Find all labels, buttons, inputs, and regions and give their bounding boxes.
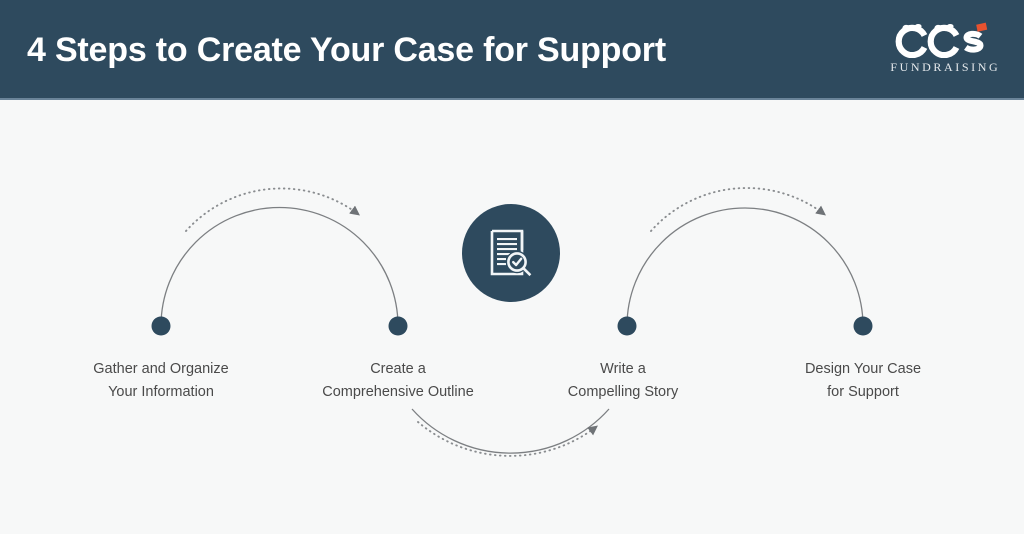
step-node-3 (617, 316, 637, 336)
step-label-gather-and-organize: Gather and Organize Your Information (51, 358, 271, 404)
step-label-line-2: Compelling Story (567, 384, 679, 400)
flow-connectors-layer (151, 187, 873, 457)
connector-solid-step1-step2 (160, 206, 399, 327)
step-node-2 (388, 316, 408, 336)
step-label-line-2: for Support (827, 384, 899, 400)
connector-solid-step2-step3 (411, 408, 610, 454)
step-label-line-1: Write a (600, 361, 646, 377)
connector-dotted-step3-step4 (650, 187, 826, 232)
step-label-write-compelling-story: Write a Compelling Story (513, 358, 733, 404)
logo-accent-mark (976, 22, 988, 32)
connector-solid-step3-step4 (626, 207, 864, 327)
step-label-line-1: Design Your Case (804, 361, 922, 377)
step-label-line-2: Comprehensive Outline (322, 384, 474, 400)
header-bar: 4 Steps to Create Your Case for Support … (0, 0, 1024, 100)
center-icon-badge (462, 204, 560, 302)
connector-dotted-step2-step3 (417, 421, 598, 457)
step-label-line-1: Gather and Organize (93, 361, 229, 377)
ccs-logo-icon (895, 22, 988, 58)
step-label-create-comprehensive-outline: Create a Comprehensive Outline (288, 358, 508, 404)
process-flow-diagram: Gather and Organize Your Information Cre… (0, 100, 1024, 534)
document-review-icon (490, 229, 532, 277)
logo-wordmark: FUNDRAISING (890, 60, 1001, 74)
step-label-line-1: Create a (370, 361, 426, 377)
step-node-1 (151, 316, 171, 336)
page-title: 4 Steps to Create Your Case for Support (27, 31, 666, 69)
step-label-design-case-for-support: Design Your Case for Support (753, 358, 973, 404)
step-node-4 (853, 316, 873, 336)
step-label-line-2: Your Information (108, 384, 214, 400)
connector-dotted-step1-step2 (185, 187, 360, 232)
brand-logo: FUNDRAISING (886, 18, 1002, 80)
